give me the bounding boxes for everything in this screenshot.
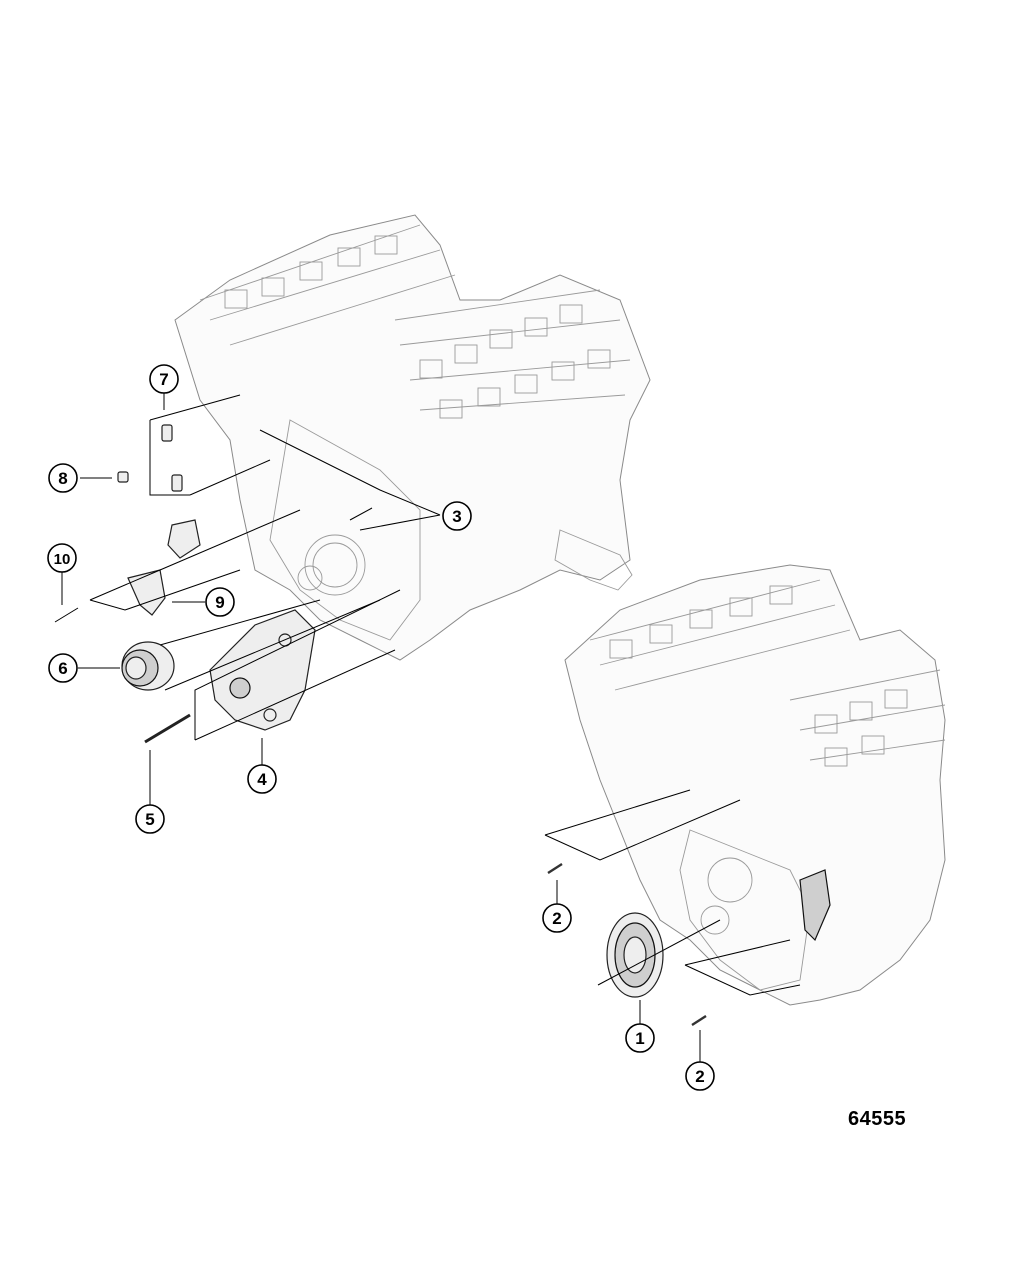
- svg-text:9: 9: [215, 593, 224, 612]
- upper-engine-block: [174, 214, 651, 661]
- callout-5: 5: [135, 804, 165, 834]
- svg-text:2: 2: [552, 909, 561, 928]
- oil-pump-part-4: [209, 609, 316, 731]
- callout-8: 8: [48, 463, 78, 493]
- callout-3: 3: [442, 501, 472, 531]
- dowel-pins-part-2: [547, 862, 707, 1027]
- callout-2-lower: 2: [685, 1061, 715, 1091]
- svg-text:6: 6: [58, 659, 67, 678]
- svg-text:2: 2: [695, 1067, 704, 1086]
- callout-7: 7: [149, 364, 179, 394]
- svg-text:1: 1: [635, 1029, 644, 1048]
- lower-engine-block: [564, 564, 946, 1006]
- svg-text:3: 3: [452, 507, 461, 526]
- sensor-part-7: [161, 424, 183, 492]
- callout-4: 4: [247, 764, 277, 794]
- callout-2-upper: 2: [542, 903, 572, 933]
- svg-text:7: 7: [159, 370, 168, 389]
- svg-text:10: 10: [54, 551, 71, 568]
- callout-6: 6: [48, 653, 78, 683]
- callout-9: 9: [205, 587, 235, 617]
- bolt-part-5: [144, 713, 191, 744]
- callout-1: 1: [625, 1023, 655, 1053]
- svg-text:8: 8: [58, 469, 67, 488]
- svg-text:4: 4: [257, 770, 267, 789]
- leader-lines: [61, 393, 801, 1063]
- bolt-part-8: [117, 471, 129, 483]
- sensor-bracket-part: [54, 519, 201, 623]
- callout-10: 10: [47, 543, 77, 573]
- svg-text:5: 5: [145, 810, 154, 829]
- figure-number: 64555: [848, 1108, 907, 1130]
- sprocket-part-6: [121, 641, 175, 691]
